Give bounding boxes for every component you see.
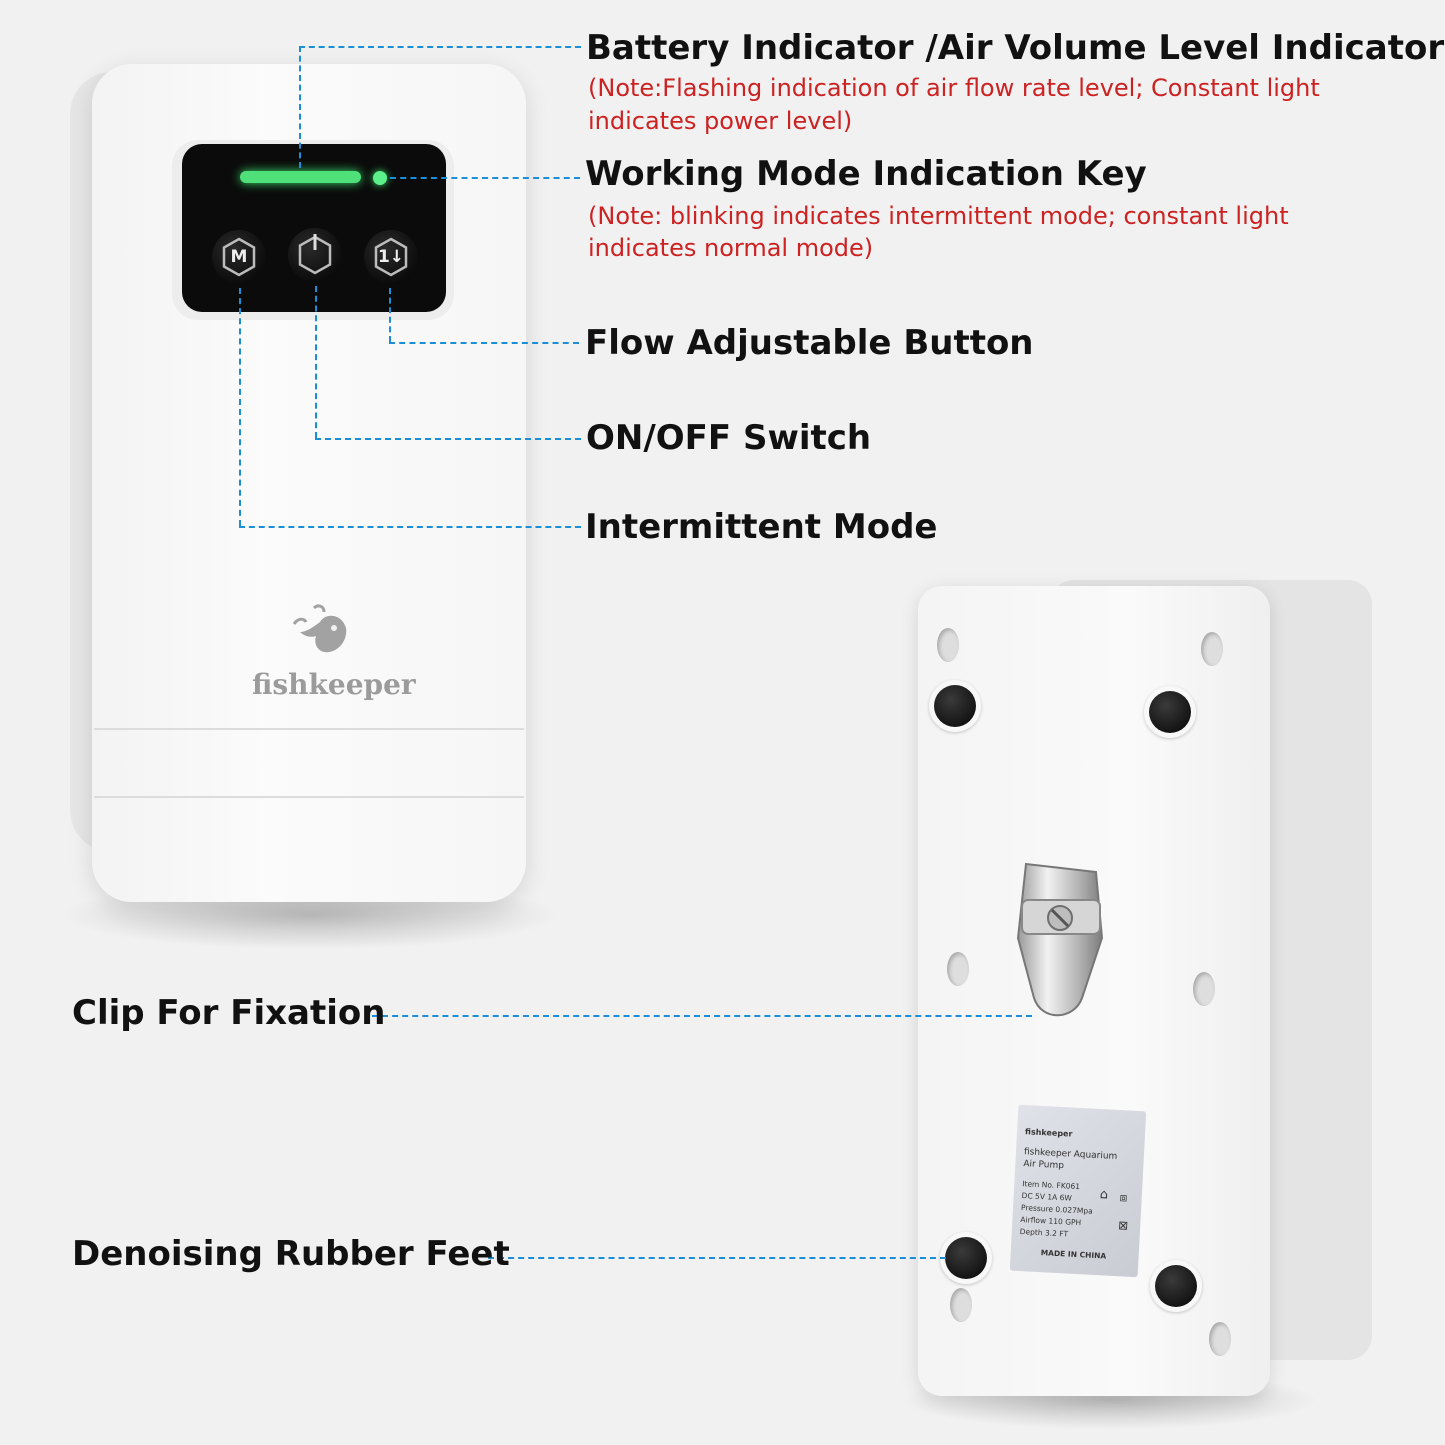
fish-logo-icon — [292, 604, 347, 653]
working-mode-note-line2: indicates normal mode) — [588, 234, 874, 262]
mount-hole — [1193, 972, 1215, 1006]
leader-line-intermittent-horizontal — [239, 526, 581, 528]
clip-for-fixation-title: Clip For Fixation — [72, 993, 386, 1033]
mount-hole — [950, 1288, 972, 1322]
mount-hole — [1209, 1322, 1231, 1356]
mount-hole — [1201, 632, 1223, 666]
mode-button-label: M — [230, 247, 248, 267]
weee-bin-icon: ⊠ — [1117, 1218, 1129, 1233]
rubber-foot — [1150, 1260, 1202, 1312]
hexagon-icon — [222, 237, 256, 277]
leader-line-flow-vertical — [389, 288, 391, 342]
battery-indicator-title: Battery Indicator /Air Volume Level Indi… — [586, 28, 1445, 68]
working-mode-led — [373, 171, 387, 185]
leader-line-intermittent-vertical — [239, 288, 241, 526]
leader-line-working-mode — [390, 177, 580, 179]
flow-adjust-button[interactable]: 1↓ — [364, 230, 418, 284]
working-mode-title: Working Mode Indication Key — [585, 154, 1147, 194]
power-icon — [298, 234, 332, 275]
rating-label-product-line2: Air Pump — [1023, 1159, 1065, 1172]
leader-line-battery-horizontal — [299, 46, 581, 48]
rubber-foot — [929, 680, 981, 732]
rating-label-airflow: Airflow 110 GPH — [1020, 1215, 1082, 1228]
leader-line-battery-vertical — [299, 46, 301, 168]
intermittent-mode-title: Intermittent Mode — [585, 507, 938, 547]
front-device-rib-bottom — [94, 796, 524, 798]
on-off-switch-title: ON/OFF Switch — [586, 418, 872, 458]
double-square-icon: ⧈ — [1119, 1190, 1128, 1205]
home-icon: ⌂ — [1099, 1187, 1109, 1203]
rating-label: fishkeeper fishkeeper Aquarium Air Pump … — [1009, 1104, 1147, 1278]
leader-line-clip — [372, 1015, 1032, 1017]
rating-label-depth: Depth 3.2 FT — [1019, 1227, 1069, 1239]
rating-label-origin: MADE IN CHINA — [1040, 1248, 1107, 1261]
rating-label-pressure: Pressure 0.027Mpa — [1020, 1203, 1093, 1216]
rating-label-brand: fishkeeper — [1024, 1127, 1073, 1139]
brand-logo-text: fishkeeper — [252, 668, 416, 701]
mount-hole — [937, 628, 959, 662]
rubber-foot — [940, 1232, 992, 1284]
intermittent-mode-button[interactable]: M — [212, 230, 266, 284]
working-mode-note-line1: (Note: blinking indicates intermittent m… — [588, 202, 1289, 230]
rubber-foot — [1144, 686, 1196, 738]
leader-line-onoff-horizontal — [315, 438, 581, 440]
on-off-switch-button[interactable] — [288, 228, 342, 282]
battery-indicator-note-line1: (Note:Flashing indication of air flow ra… — [588, 74, 1320, 102]
battery-level-led-bar — [240, 171, 361, 183]
front-device-rib-top — [94, 728, 524, 730]
leader-line-onoff-vertical — [315, 286, 317, 438]
mount-hole — [947, 952, 969, 986]
hexagon-icon — [374, 237, 408, 277]
leader-line-flow-horizontal — [389, 342, 579, 344]
flow-button-label: 1↓ — [377, 247, 405, 267]
denoising-rubber-feet-title: Denoising Rubber Feet — [72, 1234, 510, 1274]
metal-clip — [1016, 862, 1104, 1017]
rating-label-power: DC 5V 1A 6W — [1021, 1191, 1073, 1203]
leader-line-feet — [488, 1257, 946, 1259]
flow-adjustable-title: Flow Adjustable Button — [585, 323, 1034, 363]
battery-indicator-note-line2: indicates power level) — [588, 107, 853, 135]
rating-label-item-no: Item No. FK061 — [1022, 1179, 1081, 1192]
